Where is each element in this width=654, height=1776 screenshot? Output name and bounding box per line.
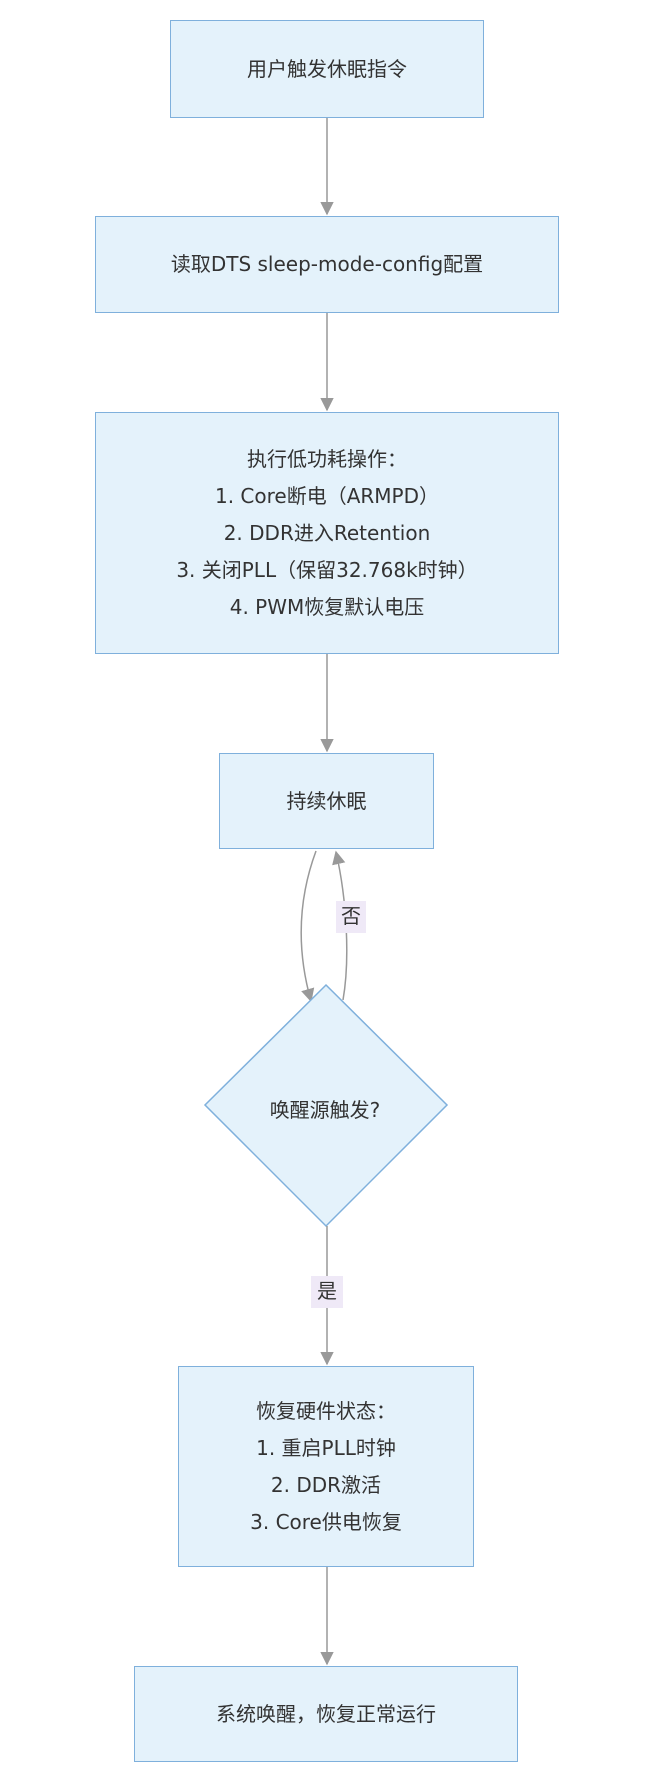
low-power-line: 2. DDR进入Retention <box>223 520 431 545</box>
node-restore-hardware: 恢复硬件状态： 1. 重启PLL时钟 2. DDR激活 3. Core供电恢复 <box>178 1366 474 1567</box>
wake-check-label: 唤醒源触发? <box>269 1097 381 1122</box>
node-system-wake: 系统唤醒，恢复正常运行 <box>134 1666 518 1762</box>
wake-check-diamond <box>203 983 449 1228</box>
node-keep-sleeping: 持续休眠 <box>219 753 434 849</box>
low-power-line: 3. 关闭PLL（保留32.768k时钟） <box>176 557 478 582</box>
node-user-trigger-label: 用户触发休眠指令 <box>247 56 407 81</box>
node-user-trigger: 用户触发休眠指令 <box>170 20 484 118</box>
node-low-power-ops: 执行低功耗操作： 1. Core断电（ARMPD） 2. DDR进入Retent… <box>95 412 559 654</box>
low-power-line: 1. Core断电（ARMPD） <box>214 483 439 508</box>
restore-line: 2. DDR激活 <box>270 1472 382 1497</box>
low-power-line: 4. PWM恢复默认电压 <box>229 594 425 619</box>
node-keep-sleeping-label: 持续休眠 <box>286 788 367 813</box>
node-low-power-ops-lines: 执行低功耗操作： 1. Core断电（ARMPD） 2. DDR进入Retent… <box>176 441 477 626</box>
restore-line: 恢复硬件状态： <box>255 1398 396 1423</box>
restore-line: 3. Core供电恢复 <box>250 1509 402 1534</box>
node-read-config: 读取DTS sleep-mode-config配置 <box>95 216 559 313</box>
node-restore-hardware-lines: 恢复硬件状态： 1. 重启PLL时钟 2. DDR激活 3. Core供电恢复 <box>250 1393 402 1541</box>
edge-label-yes: 是 <box>311 1276 343 1308</box>
node-read-config-label: 读取DTS sleep-mode-config配置 <box>170 252 484 276</box>
low-power-line: 执行低功耗操作： <box>246 446 407 471</box>
edge-label-no: 否 <box>336 901 366 933</box>
edge-keep-to-wakecheck <box>300 850 317 1003</box>
node-system-wake-label: 系统唤醒，恢复正常运行 <box>216 1701 436 1726</box>
restore-line: 1. 重启PLL时钟 <box>256 1435 396 1460</box>
